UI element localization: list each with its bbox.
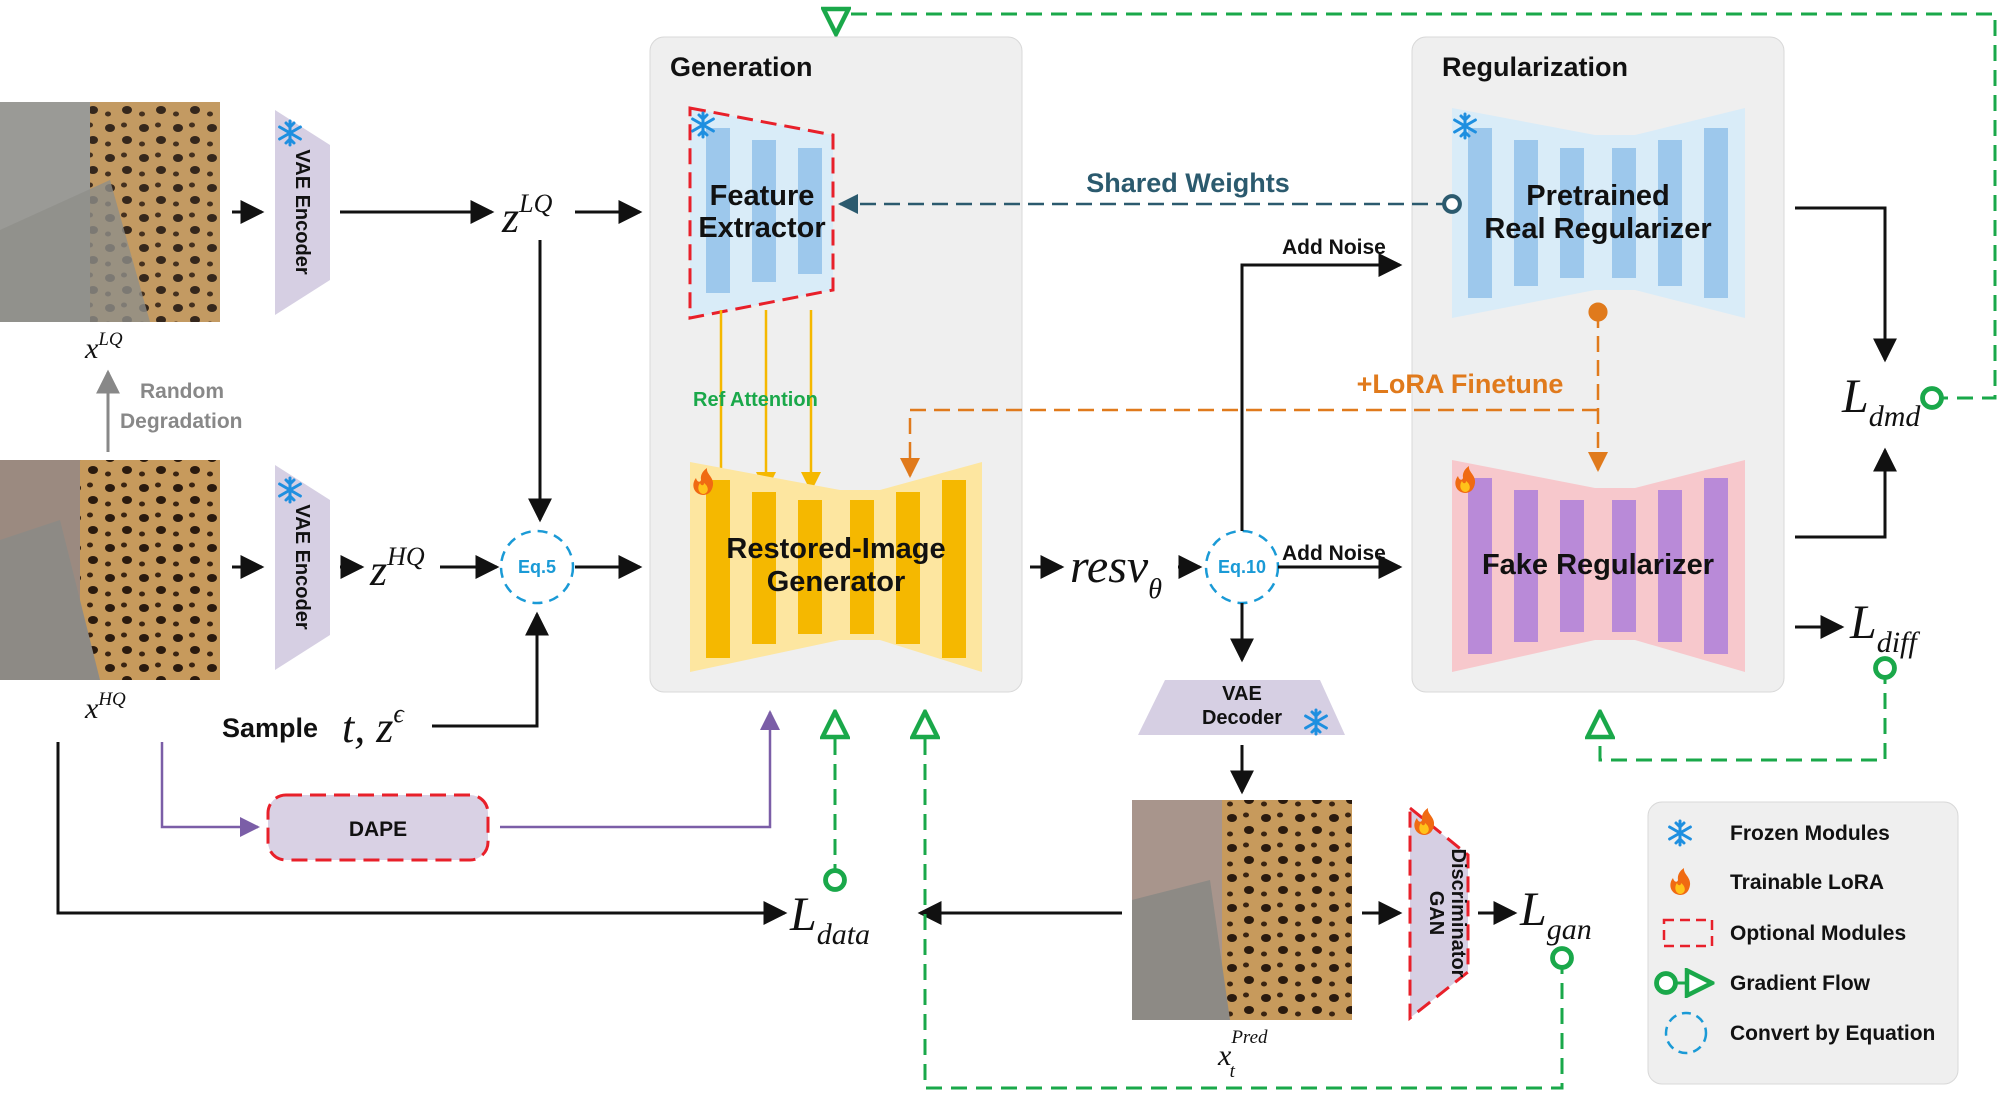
arrow-hq-to-dape [160, 742, 260, 837]
lora-finetune-label: +LoRA Finetune [1357, 369, 1564, 399]
vae-decoder-label-1: VAE [1222, 683, 1262, 705]
vae-encoder-lq: VAE Encoder [275, 110, 330, 315]
gradient-lgan-to-generator [925, 712, 1562, 1090]
vae-encoder-hq: VAE Encoder [275, 465, 330, 670]
resv-label: resvθ [1070, 540, 1162, 605]
legend-lora: Trainable LoRA [1730, 871, 1884, 894]
arrow-sample-to-eq5 [432, 611, 549, 728]
gan-discriminator: GAN Discriminator [1408, 804, 1470, 1022]
eq5-label: Eq.5 [518, 557, 556, 577]
predicted-image [1132, 800, 1352, 1020]
ref-attention-label: Ref Attention [693, 389, 818, 411]
vae-decoder: VAE Decoder [1138, 680, 1345, 736]
arrow-real-to-ldmd [1795, 206, 1897, 363]
vae-decoder-label-2: Decoder [1202, 707, 1282, 729]
lora-finetune-arrow-generator [900, 408, 1598, 478]
add-noise-label-top: Add Noise [1282, 236, 1386, 259]
fake-regularizer: Fake Regularizer [1452, 460, 1745, 672]
regularization-title: Regularization [1442, 52, 1628, 82]
feature-extractor-label-1: Feature [710, 180, 815, 212]
l-dmd-label: Ldmd [1841, 370, 1921, 433]
restored-image-generator: Restored-Image Generator [690, 462, 982, 672]
vae-encoder-lq-label: VAE Encoder [291, 149, 313, 274]
generator-label-2: Generator [767, 566, 906, 598]
legend-equation: Convert by Equation [1730, 1022, 1935, 1045]
gan-label-1: GAN [1425, 891, 1447, 935]
l-diff-label: Ldiff [1849, 596, 1920, 659]
legend-dashed-red-box-icon [1662, 918, 1714, 948]
eq5-converter [499, 529, 575, 605]
gradient-ldmd-to-generation [836, 14, 1997, 398]
dape-block [266, 793, 490, 862]
l-data-label: Ldata [789, 888, 870, 951]
fake-reg-label: Fake Regularizer [1482, 549, 1714, 581]
t-z-label: t, zϵ [342, 699, 405, 752]
vae-encoder-hq-label: VAE Encoder [291, 504, 313, 629]
legend-optional: Optional Modules [1730, 922, 1906, 945]
l-gan-label: Lgan [1519, 883, 1592, 946]
hq-image [0, 460, 220, 680]
random-degradation-label-1: Random [140, 380, 224, 403]
legend-gradient: Gradient Flow [1730, 972, 1871, 995]
real-reg-label-2: Real Regularizer [1484, 213, 1711, 245]
x-hq-label: xHQ [84, 689, 126, 725]
gan-label-2: Discriminator [1447, 849, 1469, 978]
z-lq-label: zLQ [501, 189, 553, 242]
z-hq-label: zHQ [369, 542, 425, 595]
arrow-hq-to-ldata [56, 742, 788, 925]
gradient-ldiff-to-fake [1600, 668, 1885, 762]
real-reg-label-1: Pretrained [1526, 180, 1669, 212]
legend-dashed-circle-icon [1664, 1011, 1708, 1055]
feature-extractor-label-2: Extractor [698, 212, 825, 244]
eq10-label: Eq.10 [1218, 557, 1266, 577]
generator-label-1: Restored-Image [726, 533, 945, 565]
random-degradation-label-2: Degradation [120, 410, 243, 433]
arrow-fake-to-ldmd [1795, 447, 1897, 539]
arrow-dape-to-generator [500, 710, 780, 829]
generation-title: Generation [670, 52, 813, 82]
x-lq-label: xLQ [84, 329, 123, 365]
sample-label: Sample [222, 713, 318, 743]
add-noise-label-bottom: Add Noise [1282, 542, 1386, 565]
dape-label: DAPE [349, 818, 407, 841]
feature-extractor: Feature Extractor [688, 106, 835, 320]
pretrained-real-regularizer: Pretrained Real Regularizer [1452, 108, 1745, 318]
legend: Frozen Modules Trainable LoRA Optional M… [1647, 801, 1959, 1085]
legend-frozen: Frozen Modules [1730, 822, 1890, 845]
shared-weights-label: Shared Weights [1086, 168, 1290, 198]
lq-image [0, 102, 220, 322]
